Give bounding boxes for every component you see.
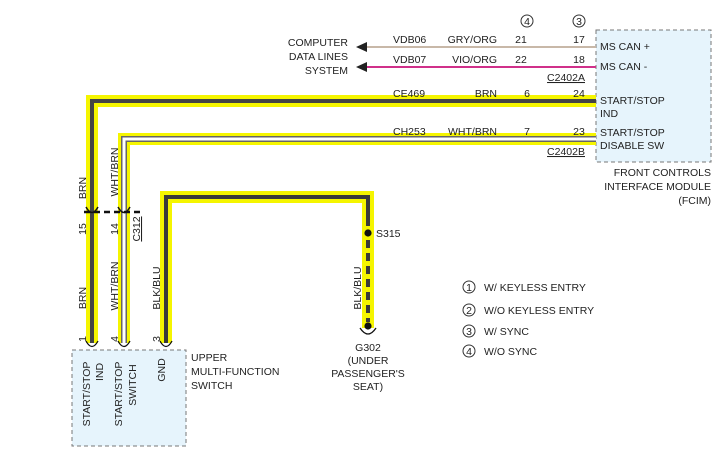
legend-num-2: 2 — [466, 305, 472, 317]
s315-label: S315 — [376, 228, 401, 240]
legend-num-1: 1 — [466, 282, 472, 294]
fcim-name-line3: (FCIM) — [678, 195, 711, 207]
switch-pin-4: 4 — [109, 336, 121, 342]
upper-multifunction-switch-box — [71, 349, 187, 447]
badge-circle-col-b — [572, 14, 586, 28]
pin-a-vdb06: 21 — [515, 34, 527, 46]
circuit-ch253: CH253 — [393, 126, 426, 138]
label-blk-blu-ground: BLK/BLU — [352, 266, 364, 309]
computer-label-line2: DATA LINES — [289, 51, 348, 63]
computer-label-line1: COMPUTER — [288, 37, 349, 49]
circuit-vdb06: VDB06 — [393, 34, 426, 46]
label-whtbrn-lower: WHT/BRN — [109, 262, 121, 311]
switch-name-line1: UPPER — [191, 352, 228, 364]
fcim-pin-ms-can-plus: MS CAN + — [600, 41, 650, 53]
wire-ch253-wht-brn — [121, 136, 596, 343]
switch-pin4-text2: SWITCH — [127, 364, 139, 405]
switch-name-line2: MULTI-FUNCTION — [191, 366, 279, 378]
pin-b-vdb07: 18 — [573, 54, 585, 66]
color-ce469: BRN — [475, 88, 497, 100]
g302-line4: SEAT) — [353, 381, 383, 393]
switch-connector-cups — [85, 340, 173, 348]
pin-b-vdb06: 17 — [573, 34, 585, 46]
pin-b-ce469: 24 — [573, 88, 585, 100]
circuit-vdb07: VDB07 — [393, 54, 426, 66]
pin-a-vdb07: 22 — [515, 54, 527, 66]
computer-label-line3: SYSTEM — [305, 65, 348, 77]
color-vdb07: VIO/ORG — [452, 54, 497, 66]
label-blk-blu-gnd: BLK/BLU — [151, 266, 163, 309]
legend-circle-4 — [462, 344, 476, 358]
fcim-name-line2: INTERFACE MODULE — [604, 181, 711, 193]
legend-text-1: W/ KEYLESS ENTRY — [484, 282, 586, 294]
g302-ground-terminal — [364, 322, 372, 330]
legend-circle-3 — [462, 324, 476, 338]
pin-a-ce469: 6 — [524, 88, 530, 100]
legend-num-4: 4 — [466, 346, 472, 358]
g302-line2: (UNDER — [348, 355, 389, 367]
switch-name-line3: SWITCH — [191, 380, 232, 392]
switch-pin-1: 1 — [77, 336, 89, 342]
legend-circle-2 — [462, 303, 476, 317]
fcim-module-box — [595, 29, 712, 163]
fcim-pin-start-stop-ind-1: START/STOP — [600, 95, 665, 107]
switch-pin1-text2: IND — [94, 363, 106, 382]
legend-text-3: W/ SYNC — [484, 326, 529, 338]
fcim-connector-b: C2402B — [547, 146, 585, 158]
fcim-name-line1: FRONT CONTROLS — [614, 167, 711, 179]
badge-col-b: 3 — [576, 16, 582, 28]
arrow-vdb07 — [356, 62, 367, 72]
color-ch253: WHT/BRN — [448, 126, 497, 138]
fcim-pin-start-stop-ind-2: IND — [600, 108, 619, 120]
legend-circle-1 — [462, 280, 476, 294]
wire-gnd-blk-blu — [164, 195, 370, 343]
fcim-pin-disable-2: DISABLE SW — [600, 140, 664, 152]
switch-pin4-text1: START/STOP — [113, 362, 125, 427]
label-brn-upper: BRN — [77, 177, 89, 199]
legend-text-4: W/O SYNC — [484, 346, 538, 358]
pin-a-ch253: 7 — [524, 126, 530, 138]
c312-connector — [84, 206, 140, 214]
color-vdb06: GRY/ORG — [448, 34, 497, 46]
legend: 1 W/ KEYLESS ENTRY 2 W/O KEYLESS ENTRY 3… — [462, 280, 594, 358]
fcim-connector-a: C2402A — [547, 72, 585, 84]
label-whtbrn-upper: WHT/BRN — [109, 148, 121, 197]
circuit-ce469: CE469 — [393, 88, 425, 100]
switch-pin1-text1: START/STOP — [81, 362, 93, 427]
g302-line3: PASSENGER'S — [331, 368, 405, 380]
label-brn-lower: BRN — [77, 287, 89, 309]
legend-text-2: W/O KEYLESS ENTRY — [484, 305, 594, 317]
c312-label: C312 — [131, 216, 143, 241]
switch-pin-3: 3 — [151, 336, 163, 342]
g302-ground-cup — [359, 327, 377, 335]
c312-pin-15: 15 — [77, 223, 89, 235]
badge-col-a: 4 — [524, 16, 530, 28]
s315-splice-dot — [364, 229, 372, 237]
arrow-vdb06 — [356, 42, 367, 52]
legend-num-3: 3 — [466, 326, 472, 338]
c312-pin-14: 14 — [109, 223, 121, 235]
fcim-pin-ms-can-minus: MS CAN - — [600, 61, 648, 73]
fcim-pin-disable-1: START/STOP — [600, 127, 665, 139]
wire-ce469-brn — [90, 99, 596, 343]
switch-pin3-text: GND — [156, 358, 168, 382]
pin-b-ch253: 23 — [573, 126, 585, 138]
badge-circle-col-a — [520, 14, 534, 28]
g302-label: G302 — [355, 342, 381, 354]
